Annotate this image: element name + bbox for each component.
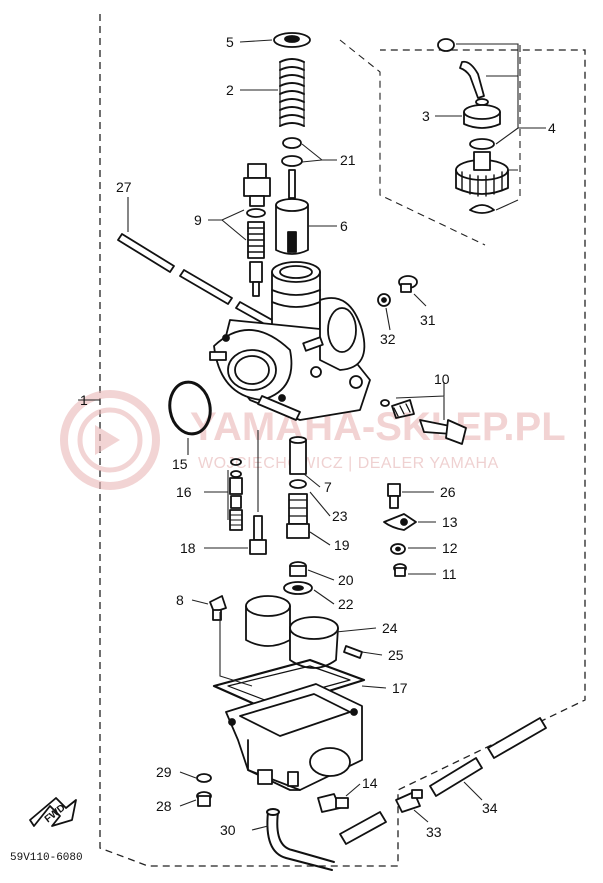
leader-lines: [78, 39, 546, 831]
watermark-title: YAMAHA-SKLEP.PL: [190, 405, 566, 449]
label-part-10: 10: [434, 371, 450, 387]
part-27-pipe: [117, 233, 291, 337]
part-29-washer: [196, 773, 212, 783]
label-part-30: 30: [220, 822, 236, 838]
label-part-8: 8: [176, 592, 184, 608]
part-23-o-ring: [289, 479, 307, 489]
part-3-cap: [463, 104, 501, 129]
watermark-subtitle: WOJCIECHOWICZ | DEALER YAMAHA: [198, 455, 499, 472]
watermark-logo-ring: [60, 390, 160, 490]
fwd-arrow-icon: [29, 797, 77, 827]
label-part-6: 6: [340, 218, 348, 234]
part-26-screw: [387, 483, 401, 509]
watermark: YAMAHA-SKLEP.PL WOJCIECHOWICZ | DEALER Y…: [60, 390, 566, 490]
part-25-float-pin: [343, 645, 363, 659]
float-bowl: [225, 683, 363, 791]
label-part-13: 13: [442, 514, 458, 530]
label-part-11: 11: [442, 566, 457, 582]
label-part-1: 1: [80, 392, 88, 408]
label-part-27: 27: [116, 179, 132, 195]
label-part-23: 23: [332, 508, 348, 524]
part-5-washer: [273, 32, 311, 48]
part-21-needle-clip: [281, 137, 303, 167]
watermark-logo-mark: [95, 425, 120, 455]
carburetor-body: [209, 261, 371, 421]
part-22-washer: [283, 581, 313, 595]
label-part-15: 15: [172, 456, 188, 472]
label-part-5: 5: [226, 34, 234, 50]
label-part-29: 29: [156, 764, 172, 780]
label-part-25: 25: [388, 647, 404, 663]
part-32-washer: [377, 293, 391, 307]
part-2-throttle-spring: [279, 58, 305, 127]
subassembly-lines: [339, 39, 521, 246]
label-part-18: 18: [180, 540, 196, 556]
label-part-22: 22: [338, 596, 354, 612]
part-34-hose: [339, 717, 547, 845]
part-17-gasket: [212, 658, 366, 712]
label-part-26: 26: [440, 484, 456, 500]
label-part-16: 16: [176, 484, 192, 500]
part-14-screw: [317, 793, 349, 813]
part-16-pilot-jet: [229, 458, 243, 531]
label-part-7: 7: [324, 479, 332, 495]
part-15-o-ring: [168, 380, 212, 436]
label-part-2: 2: [226, 82, 234, 98]
part-28-drain-screw: [196, 791, 212, 807]
part-9-starter-plunger: [243, 163, 271, 297]
part-24-float: [245, 595, 339, 669]
part-13-plate: [383, 513, 417, 531]
part-6-throttle-valve: [275, 198, 309, 255]
jet-needle: [288, 169, 296, 199]
part-4-cap-assembly: [437, 38, 489, 106]
label-part-34: 34: [482, 800, 498, 816]
label-part-19: 19: [334, 537, 350, 553]
part-4-gasket-ring: [469, 138, 495, 150]
part-33-elbow: [395, 789, 423, 813]
label-part-12: 12: [442, 540, 458, 556]
part-10-pilot-screw: [380, 399, 467, 445]
label-part-3: 3: [422, 108, 430, 124]
part-20-main-jet: [289, 561, 307, 577]
label-part-32: 32: [380, 331, 396, 347]
parts-artwork: [29, 32, 547, 871]
part-7-needle-jet: [289, 436, 307, 475]
part-8-screw: [209, 595, 227, 621]
part-4-clip: [469, 204, 495, 214]
part-19-main-jet-holder: [286, 493, 310, 539]
part-31-screw: [398, 275, 418, 293]
drawing-code: 59V110-6080: [10, 852, 83, 864]
label-part-17: 17: [392, 680, 408, 696]
label-part-24: 24: [382, 620, 398, 636]
label-part-33: 33: [426, 824, 442, 840]
label-part-31: 31: [420, 312, 436, 328]
part-30-drain-hose: [266, 808, 335, 871]
part-4-top-nut: [455, 151, 509, 197]
label-part-9: 9: [194, 212, 202, 228]
label-part-28: 28: [156, 798, 172, 814]
part-12-washer: [390, 543, 406, 555]
label-part-14: 14: [362, 775, 378, 791]
assembly-boundary: [99, 14, 586, 867]
label-part-4: 4: [548, 120, 556, 136]
label-part-21: 21: [340, 152, 356, 168]
part-11-screw: [393, 563, 407, 577]
part-18-screw: [249, 515, 267, 555]
watermark-logo-inner: [77, 407, 143, 473]
label-part-20: 20: [338, 572, 354, 588]
